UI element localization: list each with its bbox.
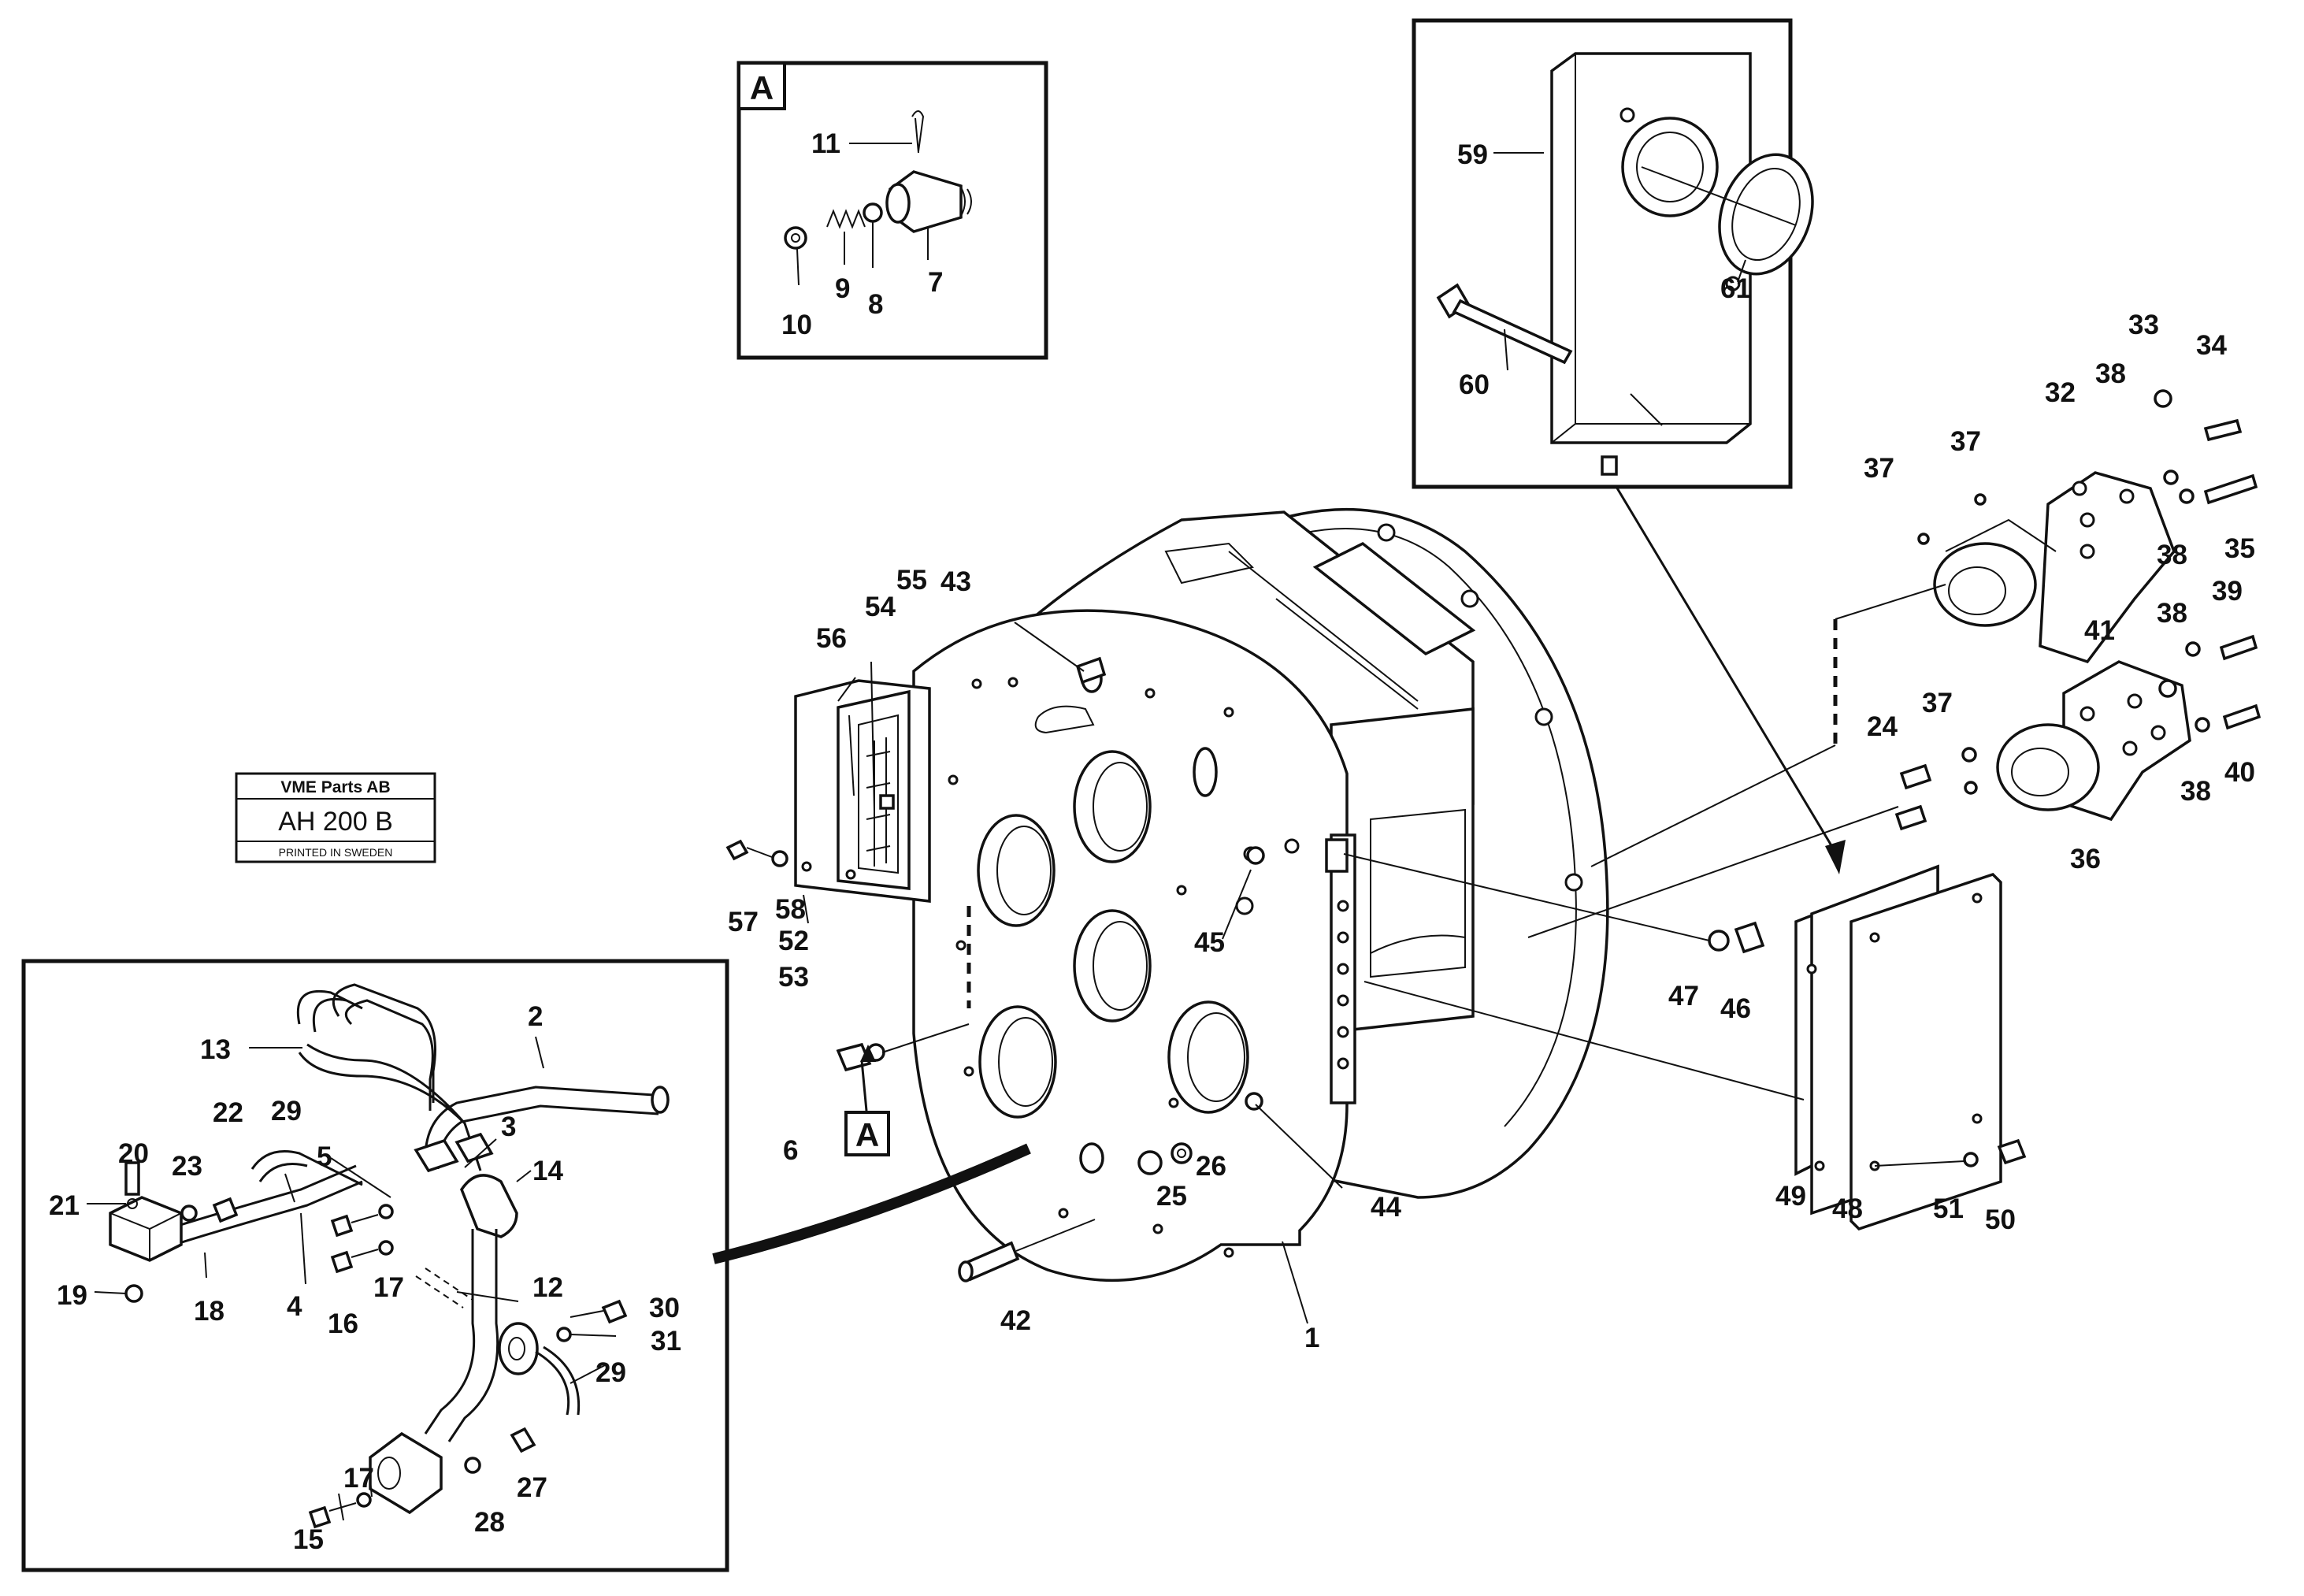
callout-60: 60 [1459, 369, 1490, 400]
detail-a-box: A [736, 61, 1048, 360]
parts-stamp: VME Parts AB AH 200 B PRINTED IN SWEDEN [235, 772, 436, 863]
callout-12: 12 [532, 1272, 563, 1303]
callout-59: 59 [1457, 139, 1488, 170]
loose-fasteners [725, 622, 2027, 1324]
callout-41: 41 [2084, 615, 2115, 646]
callout-55: 55 [896, 565, 927, 596]
oil-pipes-box [21, 959, 1031, 1572]
callout-58: 58 [775, 894, 806, 925]
callout-30: 30 [649, 1293, 680, 1323]
callout-46: 46 [1720, 993, 1751, 1024]
callout-39: 39 [2212, 576, 2243, 607]
callout-19: 19 [57, 1280, 87, 1311]
detail-a-marker-letter: A [855, 1116, 879, 1153]
callout-4: 4 [287, 1291, 302, 1322]
callout-26: 26 [1196, 1151, 1226, 1182]
callout-10: 10 [781, 310, 812, 340]
callout-57: 57 [728, 907, 759, 937]
flywheel-housing [912, 507, 1609, 1282]
callout-49: 49 [1775, 1181, 1806, 1212]
detail-a-letter: A [750, 69, 774, 106]
callout-24: 24 [1867, 711, 1898, 742]
callout-15: 15 [293, 1524, 324, 1555]
callout-51: 51 [1933, 1193, 1964, 1224]
callout-33: 33 [2128, 310, 2159, 340]
stamp-code: AH 200 B [278, 807, 393, 837]
engine-mount-brackets [1527, 389, 2261, 938]
callout-8: 8 [868, 289, 883, 320]
callout-28: 28 [474, 1507, 505, 1538]
callout-29-upper: 29 [271, 1096, 302, 1126]
callout-20: 20 [118, 1138, 149, 1169]
callout-5: 5 [317, 1141, 332, 1172]
callout-37-top: 37 [1950, 426, 1981, 457]
callout-11: 11 [811, 128, 840, 159]
callout-31: 31 [651, 1326, 681, 1357]
callout-16: 16 [328, 1308, 358, 1339]
callout-17-lower: 17 [343, 1463, 374, 1494]
stamp-company: VME Parts AB [280, 778, 390, 796]
callout-numbers: 1 2 3 4 5 6 7 8 9 10 11 12 13 14 15 16 1… [49, 128, 2255, 1555]
callout-53: 53 [778, 962, 809, 993]
callout-61: 61 [1720, 273, 1751, 304]
callout-54: 54 [865, 592, 896, 622]
inspection-cover [794, 679, 931, 903]
callout-42: 42 [1000, 1305, 1031, 1336]
callout-45: 45 [1194, 927, 1225, 958]
callout-35: 35 [2224, 533, 2255, 564]
callout-40: 40 [2224, 757, 2255, 788]
callout-23: 23 [172, 1151, 202, 1182]
callout-1: 1 [1304, 1323, 1319, 1353]
callout-34: 34 [2196, 330, 2227, 361]
detail-a-marker: A [844, 1045, 890, 1156]
stamp-printed: PRINTED IN SWEDEN [279, 846, 393, 859]
callout-6: 6 [783, 1135, 798, 1166]
callout-47: 47 [1668, 981, 1699, 1011]
callout-38-d: 38 [2180, 776, 2211, 807]
callout-43: 43 [941, 566, 971, 597]
callout-18: 18 [194, 1296, 224, 1327]
callout-2: 2 [528, 1001, 543, 1032]
callout-52: 52 [778, 926, 809, 956]
callout-38-a: 38 [2095, 358, 2126, 389]
cover-plates [1794, 864, 2002, 1231]
callout-38-b: 38 [2157, 540, 2187, 570]
detail-cover-box [1412, 18, 1814, 489]
callout-21: 21 [49, 1190, 80, 1221]
callout-3: 3 [501, 1112, 516, 1142]
callout-7: 7 [928, 267, 943, 298]
callout-27: 27 [517, 1472, 547, 1503]
callout-14: 14 [532, 1156, 563, 1186]
callout-36: 36 [2070, 844, 2101, 874]
callout-50: 50 [1985, 1204, 2016, 1235]
callout-17-upper: 17 [373, 1272, 404, 1303]
callout-29-lower: 29 [595, 1357, 626, 1388]
callout-32: 32 [2045, 377, 2076, 408]
callout-37-left: 37 [1864, 453, 1894, 484]
callout-38-c: 38 [2157, 598, 2187, 629]
callout-44: 44 [1371, 1192, 1401, 1223]
callout-48: 48 [1832, 1193, 1863, 1224]
callout-37-lower: 37 [1922, 688, 1953, 718]
callout-56: 56 [816, 623, 847, 654]
callout-22: 22 [213, 1097, 243, 1128]
callout-9: 9 [835, 273, 850, 304]
callout-13: 13 [200, 1034, 231, 1065]
callout-25: 25 [1156, 1181, 1187, 1212]
